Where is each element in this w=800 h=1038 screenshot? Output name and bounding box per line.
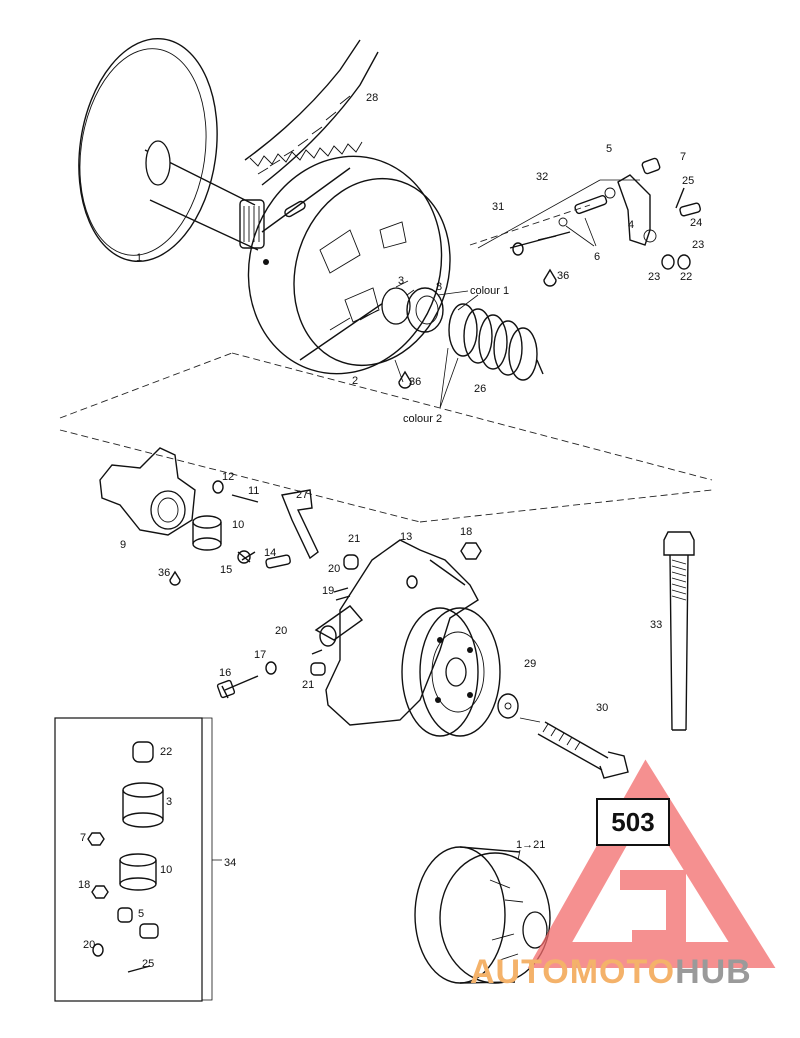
callout-3: 3: [398, 275, 404, 287]
callout-23a: 23: [692, 239, 704, 251]
bolt-part-16: [221, 675, 259, 699]
kit-item-20: 20: [83, 939, 95, 951]
bolt-part-30: [537, 721, 609, 771]
callout-10: 10: [232, 519, 244, 531]
callout-4: 4: [628, 219, 634, 231]
callout-6: 6: [594, 251, 600, 263]
nut-part-18: [460, 542, 482, 560]
washer-part-12: [212, 480, 224, 494]
spider-part-9: [99, 447, 196, 536]
sliding-sheave-part-13: [314, 539, 501, 737]
callout-19: 19: [322, 585, 334, 597]
movable-sheave-part-2: [247, 155, 451, 375]
kit-item-3: 3: [166, 796, 172, 808]
callout-5: 5: [606, 143, 612, 155]
callout-27: 27: [296, 489, 308, 501]
callout-range: 1→21: [516, 839, 545, 851]
lever-assembly: [477, 157, 701, 270]
kit-item-10: 10: [160, 864, 172, 876]
callout-20b: 20: [275, 625, 287, 637]
callout-15: 15: [220, 564, 232, 576]
watermark-text-part2: HUB: [675, 953, 752, 991]
callout-23b: 23: [648, 271, 660, 283]
callout-28: 28: [366, 92, 378, 104]
washer-part-17: [265, 661, 277, 675]
callout-36c: 36: [158, 567, 170, 579]
callout-7: 7: [680, 151, 686, 163]
callout-26: 26: [474, 383, 486, 395]
callout-9: 9: [120, 539, 126, 551]
watermark-text-part1: AUTOMOTO: [470, 953, 676, 991]
callout-33: 33: [650, 619, 662, 631]
callout-12: 12: [222, 471, 234, 483]
callout-25: 25: [682, 175, 694, 187]
callout-labels: 1 2 3 4 5 6 7 8 9 10 11 12 13 14 15 16 1…: [78, 92, 704, 970]
roller-part-21: [343, 554, 359, 570]
kit-label: 34: [224, 857, 236, 869]
screw-part-15: [237, 551, 256, 563]
kit-item-5: 5: [138, 908, 144, 920]
screw-part-11: [231, 494, 259, 503]
callout-22: 22: [680, 271, 692, 283]
callout-21a: 21: [348, 533, 360, 545]
cam-arm-part-27: [281, 489, 319, 560]
drive-belt-part-28: [244, 39, 379, 186]
callout-31: 31: [492, 201, 504, 213]
callout-21b: 21: [302, 679, 314, 691]
callout-18: 18: [460, 526, 472, 538]
kit-item-25: 25: [142, 958, 154, 970]
callout-30: 30: [596, 702, 608, 714]
callout-14: 14: [264, 547, 276, 559]
washer-part-29: [497, 693, 519, 719]
spring-part-26: [448, 303, 544, 381]
callout-17: 17: [254, 649, 266, 661]
watermark-triangle: [527, 759, 776, 968]
bushing-part-8: [406, 287, 444, 333]
callout-29: 29: [524, 658, 536, 670]
callout-16: 16: [219, 667, 231, 679]
callout-20a: 20: [328, 563, 340, 575]
callout-24: 24: [690, 217, 702, 229]
callout-colour-2: colour 2: [403, 413, 442, 425]
roller-part-21b: [310, 662, 326, 676]
callout-13: 13: [400, 531, 412, 543]
bolt-part-33: [663, 531, 695, 731]
kit-item-7: 7: [80, 832, 86, 844]
spring-part-19: [333, 587, 351, 601]
fixed-sheave-part-1: [78, 37, 265, 263]
callout-32: 32: [536, 171, 548, 183]
callout-8: 8: [436, 281, 442, 293]
page-number: 503: [596, 798, 670, 846]
watermark-text: AUTOMOTOHUB: [470, 952, 752, 992]
kit-34-box: [54, 717, 222, 1002]
kit-item-22: 22: [160, 746, 172, 758]
spring-part-20: [311, 649, 323, 655]
callout-36b: 36: [409, 376, 421, 388]
bushing-part-10: [192, 515, 222, 551]
callout-colour-1: colour 1: [470, 285, 509, 297]
kit-item-18: 18: [78, 879, 90, 891]
callout-2: 2: [352, 375, 358, 387]
assembled-clutch: [414, 846, 551, 984]
callout-36a: 36: [557, 270, 569, 282]
pin-part-14: [265, 554, 291, 569]
callout-1: 1: [136, 252, 142, 264]
callout-11: 11: [248, 485, 259, 497]
